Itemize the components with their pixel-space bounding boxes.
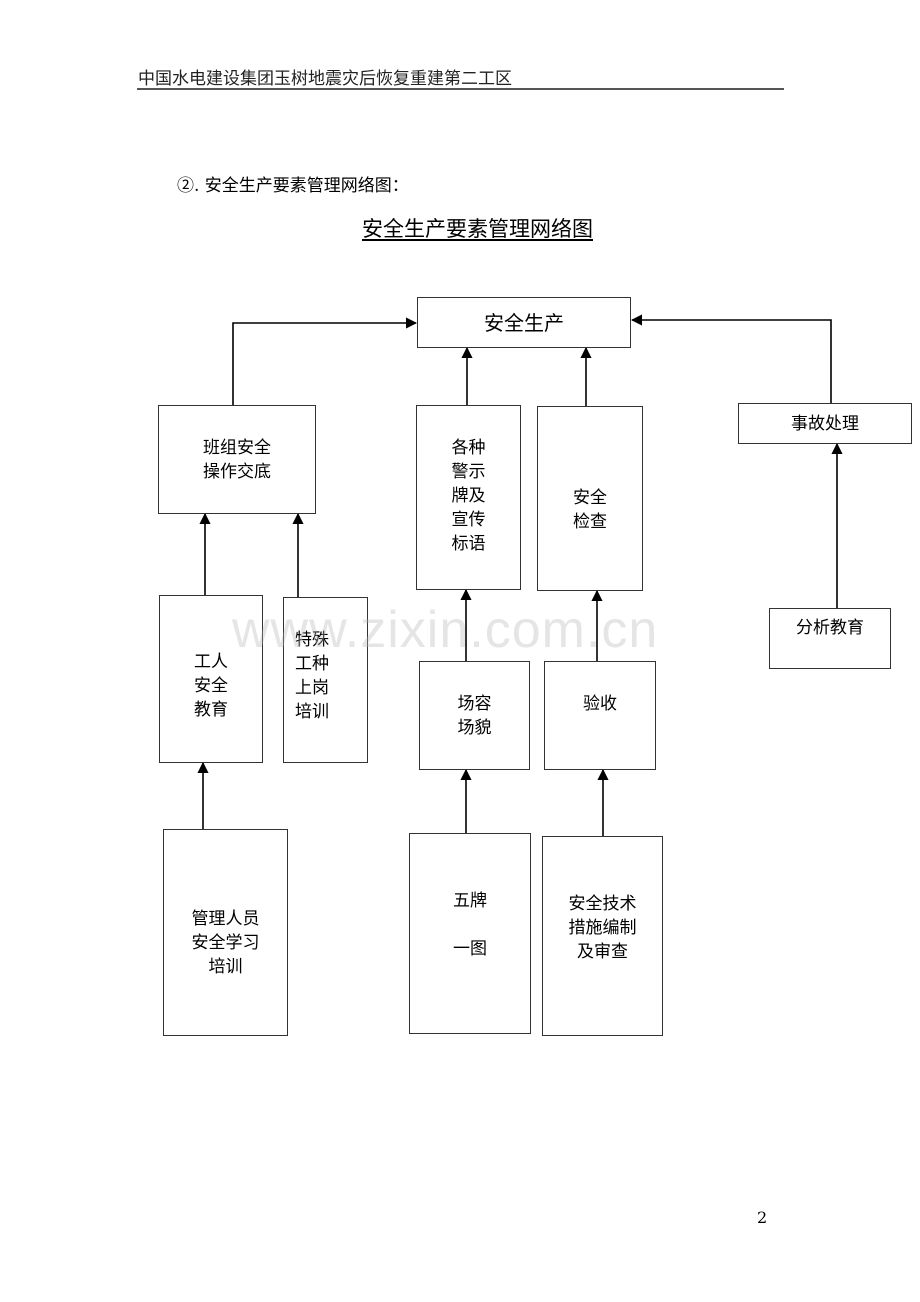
diagram-title: 安全生产要素管理网络图 — [362, 217, 593, 241]
node-team-safety-briefing: 班组安全 操作交底 — [158, 405, 316, 514]
node-label: 安全技术 措施编制 及审查 — [568, 894, 637, 962]
node-label: 工人 安全 教育 — [194, 652, 228, 720]
node-label: 特殊 工种 上岗 培训 — [295, 630, 329, 722]
node-site-appearance: 场容 场貌 — [419, 661, 530, 770]
node-label: 事故处理 — [791, 413, 859, 434]
header-divider — [137, 88, 784, 90]
node-accident-handling: 事故处理 — [738, 403, 912, 444]
node-safety-tech-measures: 安全技术 措施编制 及审查 — [542, 836, 663, 1036]
node-label: 场容 场貌 — [457, 694, 492, 738]
node-worker-safety-education: 工人 安全 教育 — [159, 595, 263, 763]
node-special-trade-training: 特殊 工种 上岗 培训 — [283, 597, 368, 763]
node-label: 安全 检查 — [573, 488, 607, 532]
node-analysis-education: 分析教育 — [769, 608, 891, 669]
page-number: 2 — [757, 1208, 768, 1227]
node-five-boards-one-map: 五牌 一图 — [409, 833, 531, 1034]
node-label: 分析教育 — [796, 618, 864, 638]
node-label: 班组安全 操作交底 — [203, 438, 271, 482]
node-warning-signs: 各种 警示 牌及 宣传 标语 — [416, 405, 521, 590]
section-label: ②. 安全生产要素管理网络图： — [177, 176, 409, 196]
node-label: 各种 警示 牌及 宣传 标语 — [451, 438, 486, 554]
node-safety-inspection: 安全 检查 — [537, 406, 643, 591]
node-label: 安全生产 — [484, 310, 564, 335]
edge-accident-handling-to-safety-production — [630, 314, 832, 403]
running-header: 中国水电建设集团玉树地震灾后恢复重建第二工区 — [138, 69, 512, 89]
node-label: 管理人员 安全学习 培训 — [191, 909, 260, 977]
watermark: www.zixin.com.cn — [232, 601, 659, 659]
node-safety-production: 安全生产 — [417, 297, 631, 348]
node-label: 验收 — [583, 694, 617, 714]
node-acceptance: 验收 — [544, 661, 656, 770]
edge-team-briefing-to-safety-production — [232, 317, 418, 405]
node-label: 五牌 一图 — [453, 891, 487, 959]
node-manager-safety-training: 管理人员 安全学习 培训 — [163, 829, 288, 1036]
